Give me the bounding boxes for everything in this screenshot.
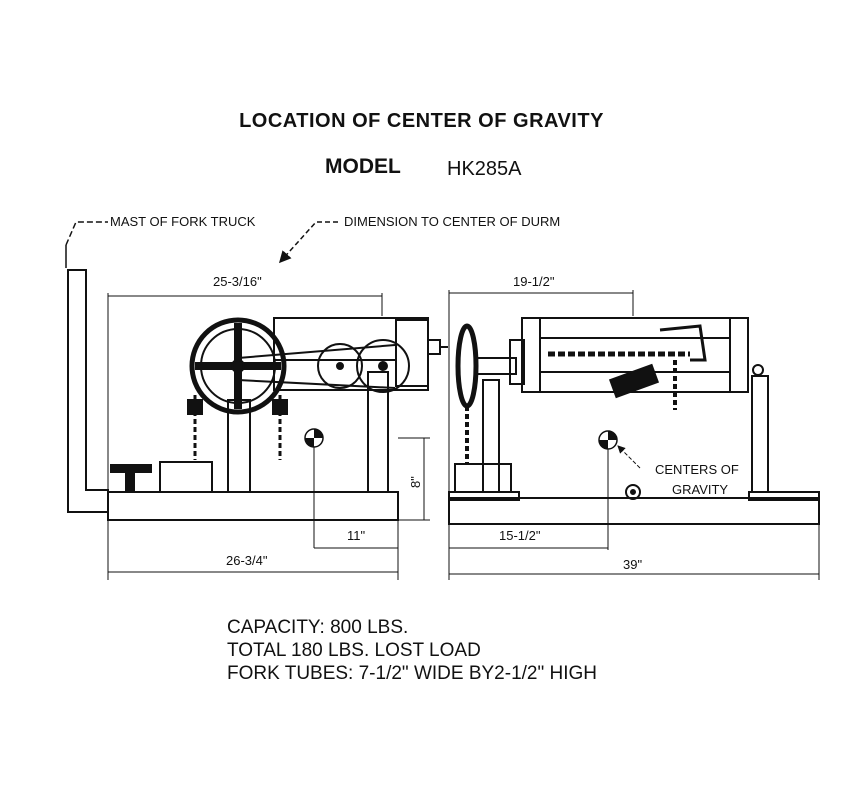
dimension-left-bottom: 26-3/4"	[226, 553, 268, 568]
left-base-plate	[107, 491, 399, 521]
drive-sheave	[455, 323, 479, 409]
centers-of-gravity-callout-line2: GRAVITY	[672, 482, 728, 497]
right-base-plate	[448, 497, 820, 525]
fork-truck-mast	[67, 269, 109, 513]
right-center-of-gravity	[598, 430, 641, 550]
dimension-left-height: 8"	[408, 476, 423, 488]
mast-callout: MAST OF FORK TRUCK	[110, 214, 256, 229]
drum-dimension-callout: DIMENSION TO CENTER OF DURM	[344, 214, 560, 229]
model-number: HK285A	[447, 158, 522, 180]
left-dimension-lines	[107, 293, 430, 580]
model-label: MODEL	[325, 155, 401, 178]
right-dimension-lines	[448, 290, 820, 580]
dimension-right-cg: 15-1/2"	[499, 528, 541, 543]
capacity-note: CAPACITY: 800 LBS.	[227, 617, 409, 638]
dimension-left-top: 25-3/16"	[213, 274, 262, 289]
lost-load-note: TOTAL 180 LBS. LOST LOAD	[227, 640, 481, 661]
diagram-title: LOCATION OF CENTER OF GRAVITY	[239, 110, 604, 132]
hand-chain-wheel	[189, 317, 287, 415]
centers-of-gravity-callout-line1: CENTERS OF	[655, 462, 739, 477]
specification-notes: CAPACITY: 800 LBS. TOTAL 180 LBS. LOST L…	[227, 616, 597, 685]
dimension-left-cg: 11"	[347, 528, 365, 543]
left-center-of-gravity	[304, 428, 324, 548]
dimension-right-bottom: 39"	[623, 557, 642, 572]
left-side-view	[65, 221, 448, 521]
right-side-view	[448, 317, 820, 525]
dimension-right-top: 19-1/2"	[513, 274, 555, 289]
fork-tubes-note: FORK TUBES: 7-1/2" WIDE BY2-1/2" HIGH	[227, 663, 598, 684]
